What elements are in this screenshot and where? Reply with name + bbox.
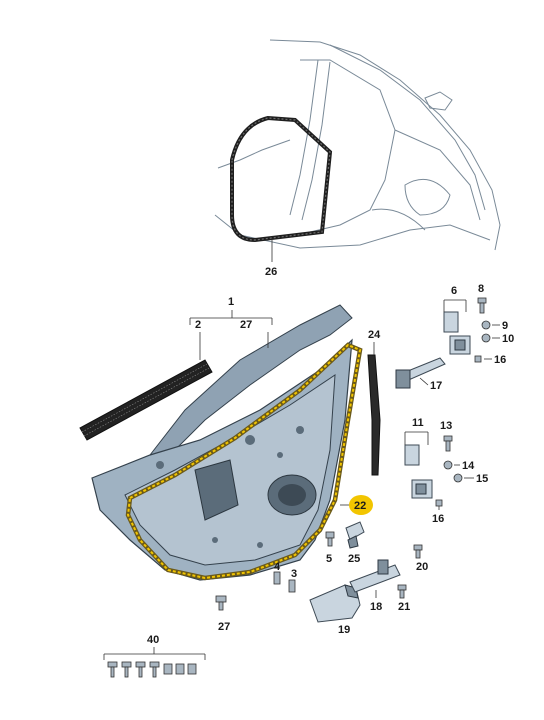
seal-strip-24 <box>367 354 381 476</box>
label-10: 10 <box>502 333 514 345</box>
bolt-13 <box>443 435 453 452</box>
label-6: 6 <box>451 285 457 297</box>
label-16-top: 16 <box>494 354 506 366</box>
car-body-rear <box>214 39 501 251</box>
bracket-25 <box>345 521 365 549</box>
label-18: 18 <box>370 601 382 613</box>
fastener-set-40 <box>107 661 197 678</box>
screw-27-bottom <box>215 595 227 611</box>
pin-3 <box>288 579 296 593</box>
label-27-top: 27 <box>240 319 252 331</box>
label-15: 15 <box>476 473 488 485</box>
label-22: 22 <box>354 500 366 512</box>
label-2: 2 <box>195 319 201 331</box>
clip-16-bottom <box>435 499 443 507</box>
label-20: 20 <box>416 561 428 573</box>
carrier-18 <box>349 559 401 593</box>
label-21: 21 <box>398 601 410 613</box>
label-11: 11 <box>412 417 424 429</box>
clip-5 <box>325 531 335 547</box>
door-frame-seal-26 <box>230 115 333 243</box>
bolt-20 <box>413 544 423 559</box>
lower-hinge-11 <box>404 444 433 499</box>
door-check-17 <box>395 357 446 389</box>
label-25: 25 <box>348 553 360 565</box>
clip-16-top <box>474 355 482 363</box>
label-24: 24 <box>368 329 381 341</box>
label-16-bottom: 16 <box>432 513 444 525</box>
label-9: 9 <box>502 320 508 332</box>
label-19: 19 <box>338 624 350 636</box>
pin-4 <box>273 571 281 585</box>
upper-hinge-6 <box>443 311 471 355</box>
door-seal-22 <box>125 342 363 581</box>
label-4: 4 <box>274 561 281 573</box>
bolt-9 <box>481 320 491 330</box>
bolt-15 <box>453 473 463 483</box>
label-17: 17 <box>430 380 442 392</box>
label-3: 3 <box>291 568 297 580</box>
bolt-10 <box>481 333 491 343</box>
label-40: 40 <box>147 634 159 646</box>
label-1: 1 <box>228 296 234 308</box>
label-13: 13 <box>440 420 452 432</box>
handle-19 <box>309 584 361 623</box>
label-5: 5 <box>326 553 332 565</box>
label-27-bottom: 27 <box>218 621 230 633</box>
label-8: 8 <box>478 283 484 295</box>
label-26: 26 <box>265 266 277 278</box>
highlight-badge-22 <box>349 495 373 515</box>
bolt-21 <box>397 584 407 599</box>
bolt-14 <box>443 460 453 470</box>
label-14: 14 <box>462 460 475 472</box>
window-strip-2 <box>79 359 213 441</box>
bolt-8 <box>477 297 487 314</box>
